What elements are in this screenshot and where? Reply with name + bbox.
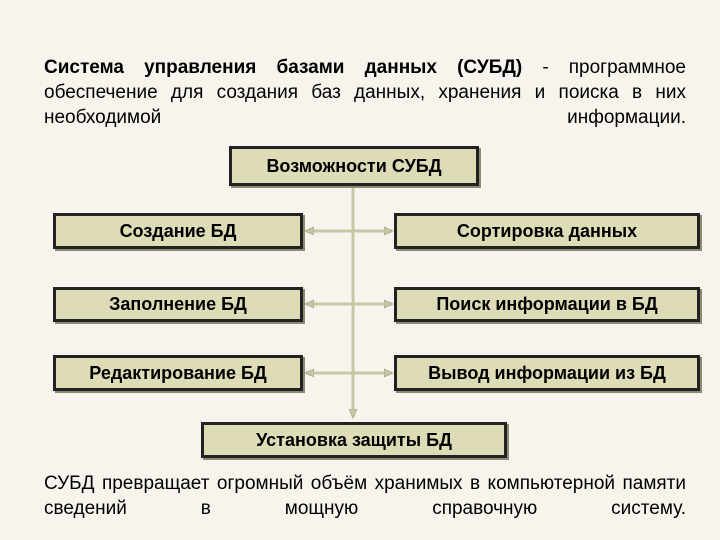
right-box-output: Вывод информации из БД [394,355,700,391]
dbms-definition: - программное обеспечение для создания б… [44,57,687,128]
dbms-term: Система управления базами данных (СУБД) [44,57,523,78]
left-box-edit: Редактирование БД [53,355,303,391]
left-box-create: Создание БД [53,213,303,249]
right-box-sort: Сортировка данных [394,213,700,249]
root-box: Возможности СУБД [229,146,479,186]
right-box-search: Поиск информации в БД [394,287,700,322]
closing-paragraph: СУБД превращает огромный объём хранимых … [44,473,686,519]
intro-paragraph: Система управления базами данных (СУБД) … [44,55,686,130]
bottom-box-protection: Установка защиты БД [201,422,507,458]
left-box-fill: Заполнение БД [53,287,303,322]
